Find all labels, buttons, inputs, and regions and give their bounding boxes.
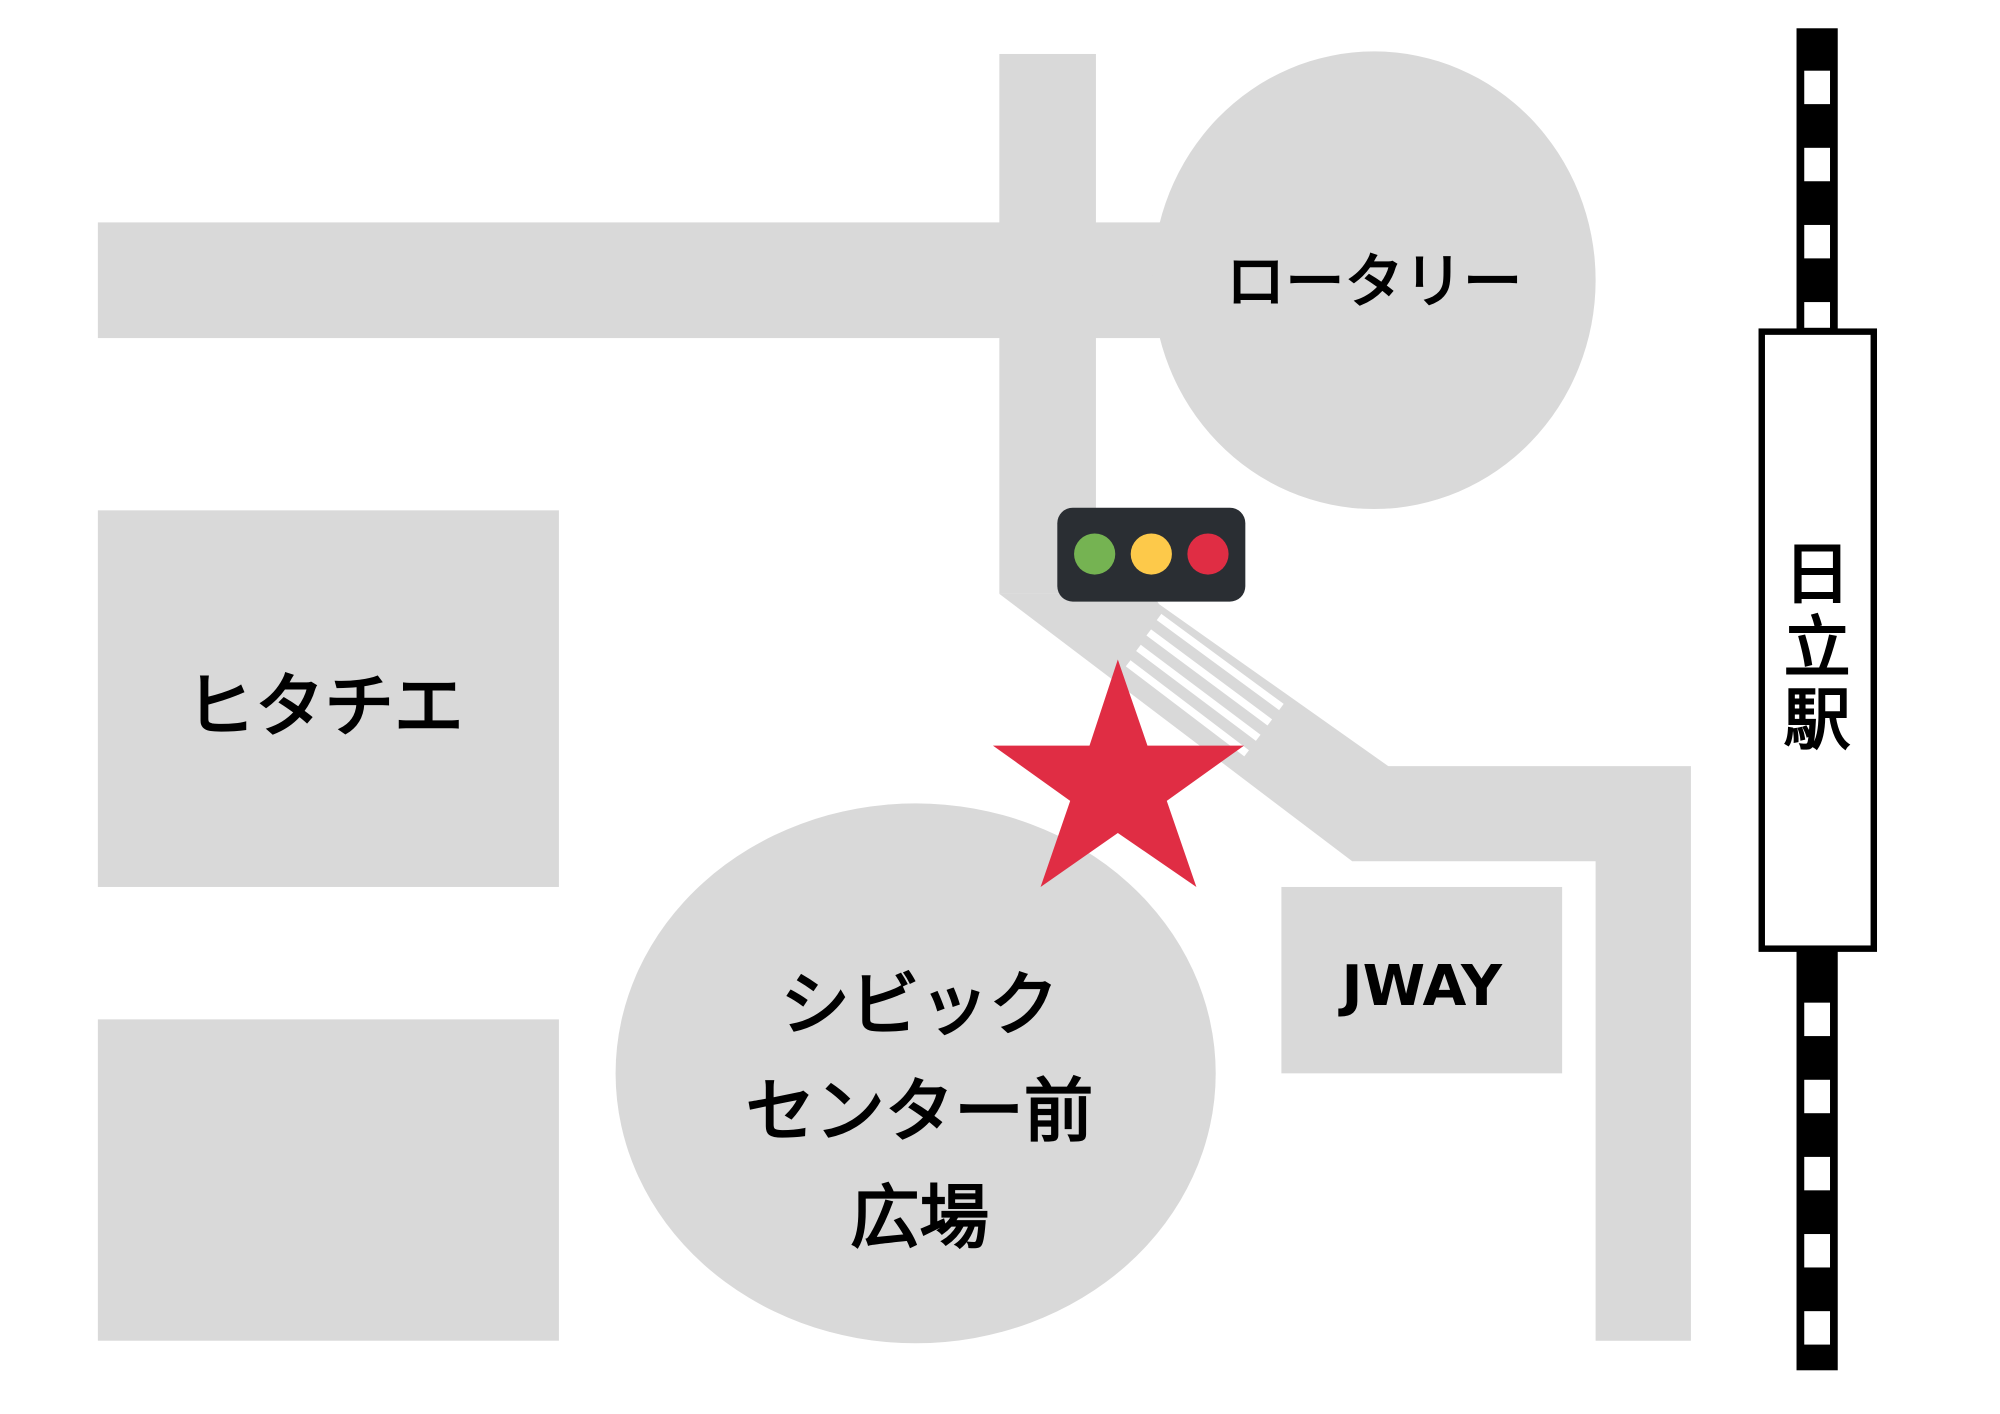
label-rotary: ロータリー [1226,247,1522,316]
label-station-2: 立 [1784,609,1851,687]
current-location-star-icon [992,659,1245,887]
label-station-1: 日 [1784,536,1851,614]
block-lower-left [97,1019,559,1341]
label-station-3: 駅 [1784,681,1851,759]
road-diagonal [999,507,1691,1341]
crosswalk [1125,613,1284,757]
block-hitachi-e [97,510,559,887]
traffic-signal-icon [1057,507,1246,602]
railway-line [1758,28,1878,1371]
label-jway: JWAY [1338,953,1504,1019]
label-civic-line2: センター前 [746,1072,1094,1152]
label-civic-line3: 広場 [850,1179,989,1259]
label-hitachi-e: ヒタチエ [185,667,463,747]
station-building [1758,328,1878,952]
road-horizontal-top [97,222,1167,339]
civic-center-plaza [615,803,1216,1344]
road-vertical [999,53,1096,594]
block-jway [1281,886,1563,1074]
label-civic-line1: シビック [780,965,1058,1045]
rotary [1152,51,1596,510]
